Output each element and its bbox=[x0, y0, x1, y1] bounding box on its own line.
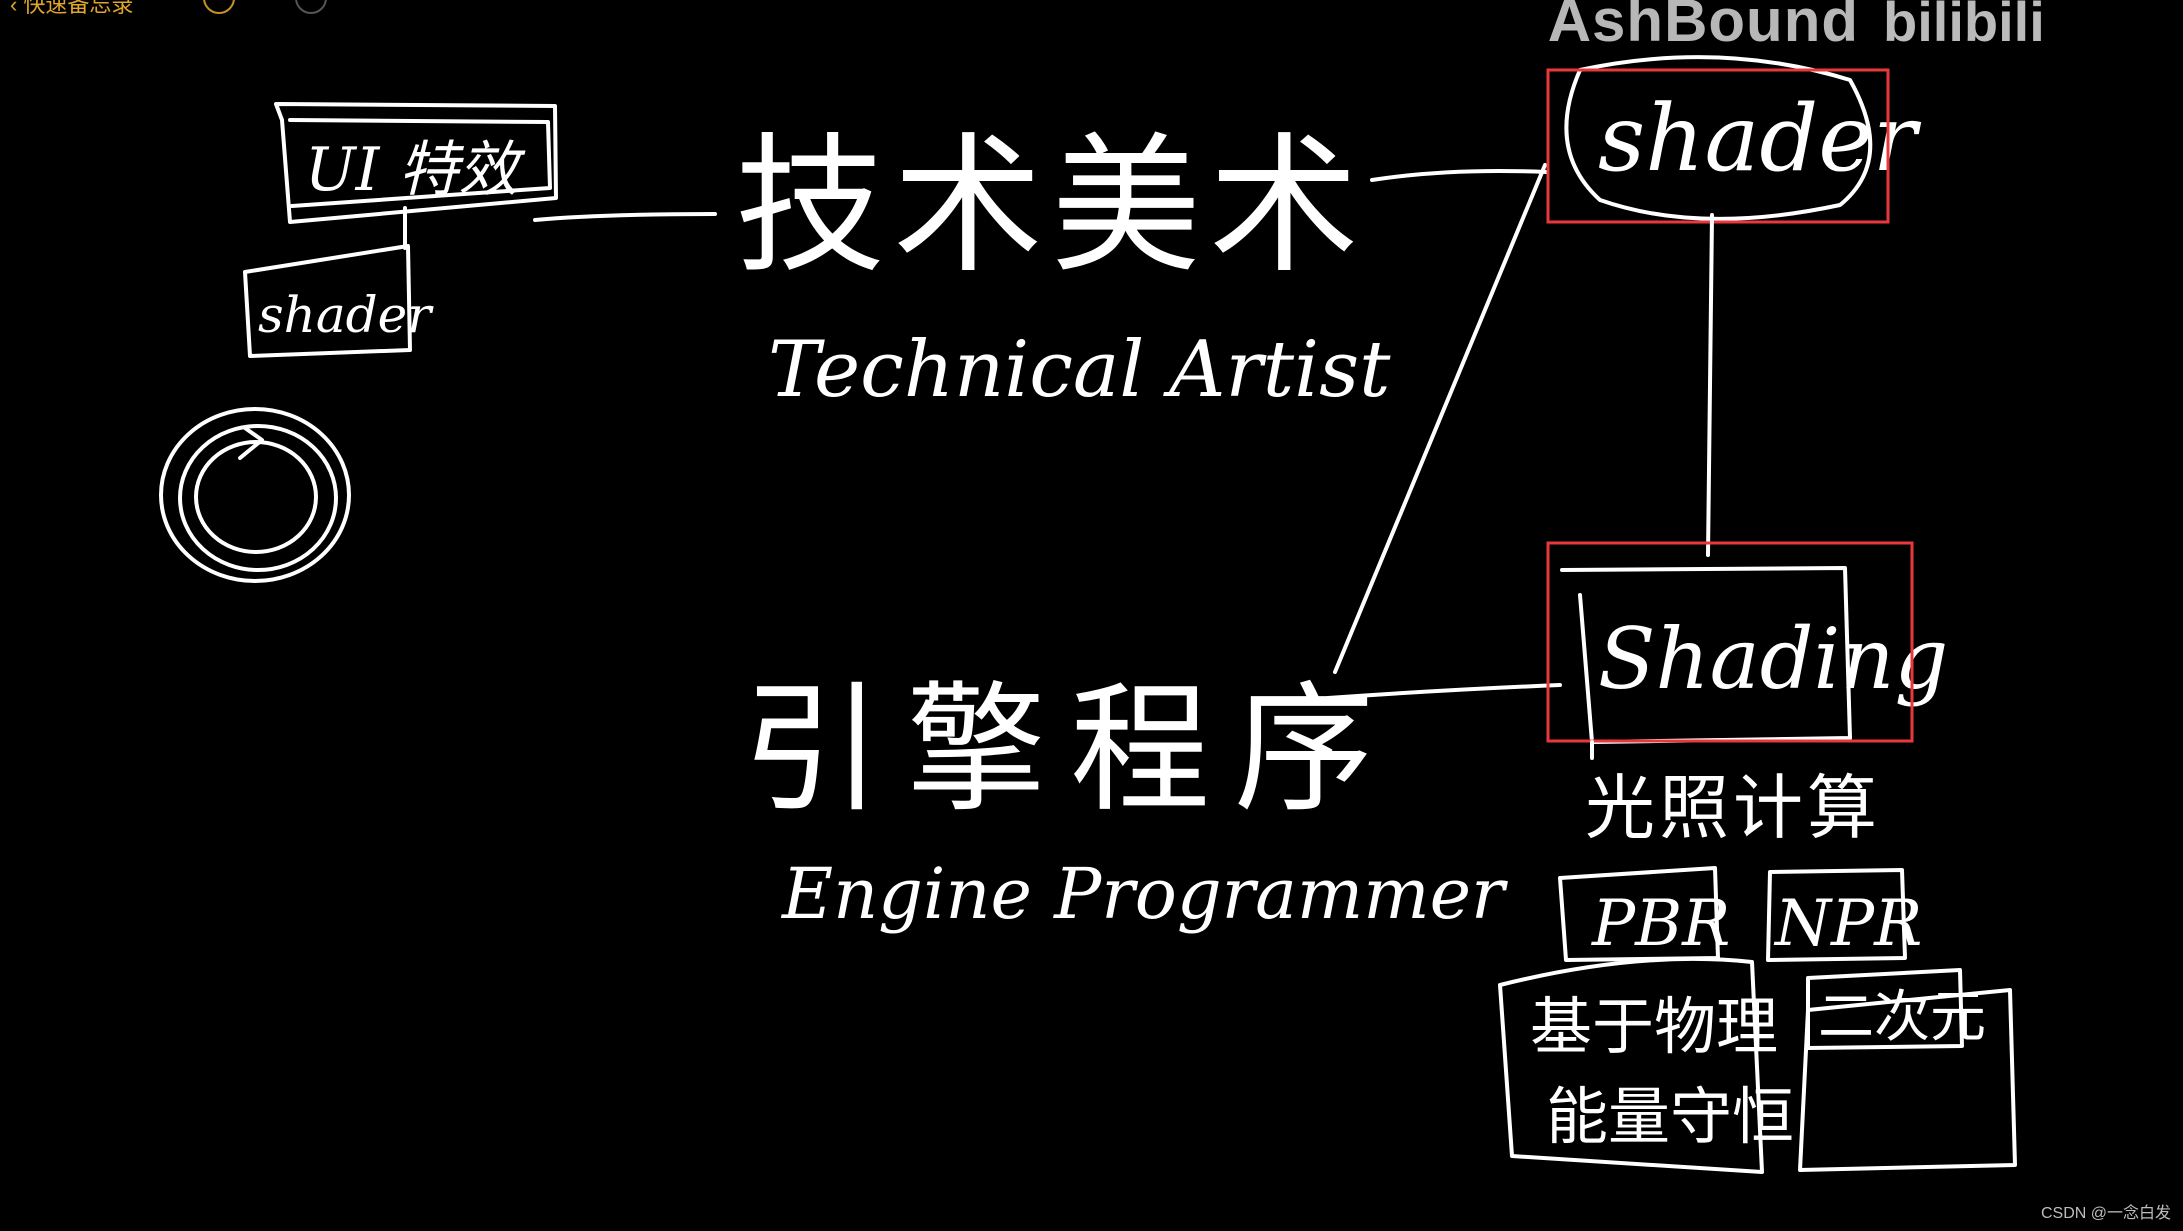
lighting-label: 光照计算 bbox=[1585, 767, 1881, 849]
shader-big-label: shader bbox=[1598, 85, 1922, 192]
npr-label: NPR bbox=[1773, 887, 1922, 961]
tech-art-cn: 技术美术 bbox=[735, 120, 1367, 294]
shader-highlight-box bbox=[1546, 68, 1890, 224]
tech-art-en: Technical Artist bbox=[768, 325, 1391, 415]
npr-node: NPR bbox=[1766, 868, 1922, 962]
back-link-label: 快速备忘录 bbox=[23, 0, 134, 17]
ui-effects-label: UI 特效 bbox=[305, 135, 526, 205]
shading-node: Shading bbox=[1546, 541, 1948, 744]
pbr-label: PBR bbox=[1591, 887, 1730, 961]
shader-big-node: shader bbox=[1546, 55, 1922, 224]
shader-small-label: shader bbox=[258, 286, 434, 344]
svg-text:bilibili: bilibili bbox=[1883, 0, 2045, 53]
channel-name: AshBound bbox=[1547, 0, 1859, 54]
engine-en: Engine Programmer bbox=[780, 853, 1508, 935]
ring-doodle bbox=[159, 407, 351, 583]
shader-small-box: shader bbox=[243, 244, 434, 358]
top-toolbar: ‹ 快速备忘录 bbox=[0, 0, 328, 22]
footer-credit: CSDN @一念白发 bbox=[2040, 1205, 2171, 1222]
engine-cn: 引擎程序 bbox=[742, 669, 1398, 832]
bilibili-logo-icon: bilibili bbox=[1883, 0, 2045, 53]
pbr-node: PBR bbox=[1558, 866, 1730, 962]
shading-highlight-box bbox=[1546, 541, 1914, 743]
anime-label: 二次元 bbox=[1818, 985, 1986, 1050]
chevron-left-icon: ‹ bbox=[10, 0, 18, 17]
back-link[interactable]: ‹ 快速备忘录 bbox=[10, 0, 133, 16]
video-watermark: AshBound bilibili bbox=[1548, 0, 2083, 55]
physics-line1: 基于物理 bbox=[1530, 990, 1778, 1063]
physics-line2: 能量守恒 bbox=[1546, 1080, 1794, 1153]
physics-box: 基于物理 能量守恒 bbox=[1498, 956, 1794, 1174]
shading-label: Shading bbox=[1598, 610, 1948, 708]
ui-effects-box: UI 特效 bbox=[274, 102, 558, 224]
anime-box: 二次元 bbox=[1798, 968, 2017, 1172]
